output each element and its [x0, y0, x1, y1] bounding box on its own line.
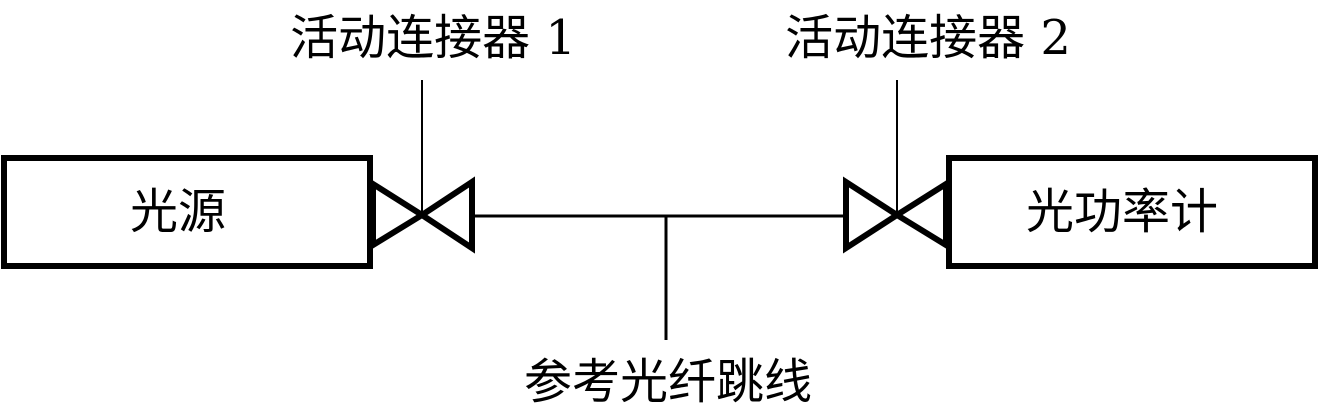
light-source-label: 光源	[129, 184, 227, 240]
connector1-label: 活动连接器 1	[290, 10, 576, 66]
power-meter-label: 光功率计	[1025, 184, 1219, 240]
connector1-right-triangle	[416, 176, 475, 254]
reference-fiber-label: 参考光纤跳线	[523, 354, 813, 410]
connector2-left-triangle	[843, 176, 903, 254]
connector2-label: 活动连接器 2	[785, 10, 1071, 66]
connector2-right-triangle	[891, 178, 949, 251]
connector1-left-triangle	[370, 178, 428, 251]
